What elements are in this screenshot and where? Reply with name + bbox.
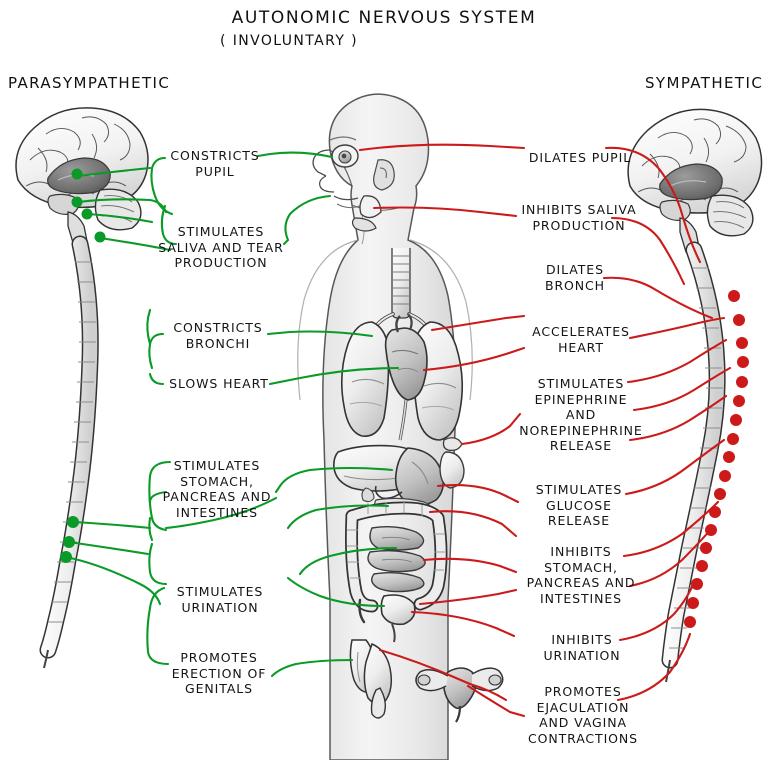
label-stimulates-digestion: STIMULATES STOMACH, PANCREAS AND INTESTI… bbox=[162, 458, 272, 520]
label-promotes-erection: PROMOTES ERECTION OF GENITALS bbox=[171, 650, 267, 696]
small-intestine bbox=[367, 525, 426, 593]
sympathetic-spinal-cord bbox=[661, 241, 726, 683]
label-constricts-bronchi: CONSTRICTS BRONCHI bbox=[173, 320, 263, 351]
salivary-gland bbox=[351, 195, 382, 232]
label-slows-heart: SLOWS HEART bbox=[169, 376, 269, 391]
sympathetic-brain bbox=[627, 108, 763, 255]
adrenal-gland bbox=[442, 437, 463, 452]
parasympathetic-spinal-cord bbox=[39, 235, 99, 669]
label-stimulates-epinephrine: STIMULATES EPINEPHRINE AND NOREPINEPHRIN… bbox=[519, 376, 643, 453]
label-stimulates-urination: STIMULATES URINATION bbox=[176, 584, 264, 615]
parasympathetic-brain bbox=[15, 107, 149, 249]
bladder bbox=[380, 594, 416, 643]
eye bbox=[331, 144, 359, 168]
label-stimulates-glucose: STIMULATES GLUCOSE RELEASE bbox=[535, 482, 623, 528]
male-genitals bbox=[349, 639, 393, 719]
page-title: AUTONOMIC NERVOUS SYSTEM bbox=[231, 8, 537, 28]
parasympathetic-nerve-paths bbox=[64, 151, 400, 678]
sympathetic-ganglia bbox=[684, 290, 749, 628]
sympathetic-column-heading: SYMPATHETIC bbox=[645, 74, 764, 92]
uterus-female-organs bbox=[415, 667, 504, 723]
label-inhibits-saliva: INHIBITS SALIVA PRODUCTION bbox=[521, 202, 637, 233]
stomach bbox=[374, 447, 444, 506]
parasympathetic-column-heading: PARASYMPATHETIC bbox=[8, 74, 171, 92]
appendix bbox=[358, 598, 366, 624]
label-accelerates-heart: ACCELERATES HEART bbox=[532, 324, 630, 355]
kidney bbox=[439, 451, 465, 489]
heart bbox=[384, 313, 428, 441]
label-inhibits-urination: INHIBITS URINATION bbox=[543, 632, 621, 663]
sympathetic-nerve-paths bbox=[358, 143, 732, 718]
page-subtitle: ( INVOLUNTARY ) bbox=[220, 33, 359, 49]
label-stimulates-saliva-tear: STIMULATES SALIVA AND TEAR PRODUCTION bbox=[158, 224, 284, 270]
label-inhibits-digestion: INHIBITS STOMACH, PANCREAS AND INTESTINE… bbox=[526, 544, 636, 606]
label-dilates-bronch: DILATES BRONCH bbox=[545, 262, 605, 293]
label-constricts-pupil: CONSTRICTS PUPIL bbox=[170, 148, 260, 179]
label-dilates-pupil: DILATES PUPIL bbox=[528, 150, 632, 165]
label-promotes-ejaculation: PROMOTES EJACULATION AND VAGINA CONTRACT… bbox=[527, 684, 639, 746]
